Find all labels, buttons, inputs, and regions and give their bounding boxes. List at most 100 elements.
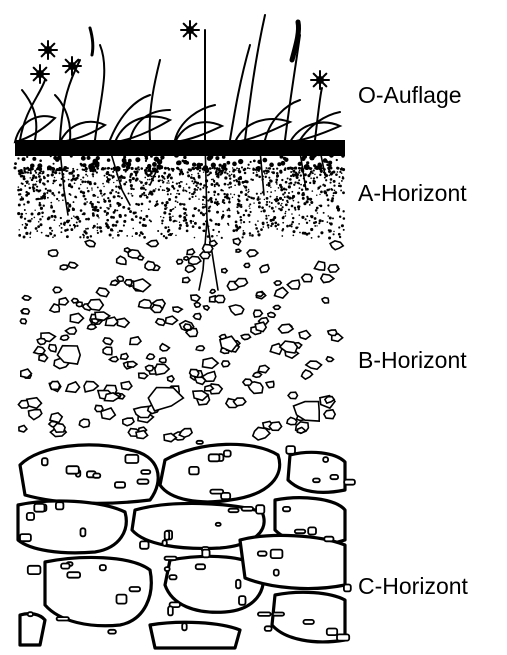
soil-grain — [47, 217, 50, 220]
soil-grain — [102, 183, 104, 185]
pebble — [321, 274, 334, 283]
soil-grain — [175, 200, 177, 202]
soil-grain — [106, 180, 109, 183]
pebble — [177, 259, 183, 264]
plant-stem — [22, 90, 36, 140]
soil-grain — [276, 228, 278, 230]
soil-grain — [82, 169, 84, 171]
soil-grain — [92, 194, 95, 197]
soil-grain — [38, 198, 39, 199]
pebble — [210, 240, 217, 246]
pebble — [234, 398, 246, 406]
soil-grain — [327, 221, 329, 223]
soil-grain — [235, 221, 238, 224]
soil-grain — [246, 180, 249, 183]
soil-grain — [300, 184, 302, 186]
soil-grain — [130, 181, 132, 183]
soil-grain — [70, 179, 73, 182]
soil-grain — [132, 236, 133, 237]
soil-grain — [266, 172, 268, 174]
soil-grain — [141, 203, 144, 206]
pebble — [204, 306, 210, 310]
soil-grain — [308, 232, 310, 234]
soil-grain — [228, 187, 230, 189]
soil-grain — [27, 192, 30, 195]
soil-grain — [297, 192, 300, 195]
soil-grain — [167, 167, 169, 169]
soil-grain — [268, 227, 270, 229]
soil-grain — [31, 179, 34, 182]
leaf — [60, 122, 105, 142]
soil-grain — [87, 218, 90, 221]
soil-grain — [103, 194, 105, 196]
soil-grain — [333, 185, 335, 187]
soil-grain — [287, 177, 289, 179]
soil-grain — [259, 198, 261, 200]
flower-center — [317, 77, 323, 83]
soil-grain — [276, 172, 278, 174]
soil-grain — [59, 184, 62, 187]
rock-fragment — [256, 505, 264, 513]
soil-grain — [18, 234, 21, 237]
pebble — [22, 296, 30, 301]
rock-fragment — [28, 566, 41, 574]
soil-grain — [317, 187, 320, 190]
pebble — [50, 413, 62, 423]
soil-grain — [42, 171, 44, 173]
soil-grain — [87, 187, 89, 189]
rock-fragment — [100, 565, 106, 570]
soil-grain — [107, 226, 110, 229]
soil-grain — [40, 223, 43, 226]
pebble — [275, 287, 288, 298]
pebble — [314, 261, 325, 270]
soil-grain — [211, 167, 213, 169]
soil-grain — [196, 189, 198, 191]
soil-grain — [148, 167, 151, 170]
soil-grain — [140, 181, 143, 184]
soil-grain — [56, 168, 59, 171]
soil-grain — [194, 188, 197, 191]
rock-fragment — [34, 504, 44, 512]
soil-grain — [145, 182, 148, 185]
pebble — [254, 310, 263, 317]
soil-grain — [259, 202, 260, 203]
soil-grain — [168, 213, 171, 216]
rock-fragment — [42, 458, 48, 465]
litter-crumb — [226, 161, 230, 165]
pebble — [186, 265, 196, 272]
soil-grain — [47, 189, 49, 191]
soil-grain — [237, 203, 240, 206]
soil-grain — [209, 219, 211, 221]
soil-grain — [253, 197, 255, 199]
soil-grain — [233, 169, 236, 172]
soil-grain — [186, 214, 188, 216]
pebble — [92, 319, 99, 324]
soil-grain — [74, 216, 76, 218]
soil-grain — [228, 201, 231, 204]
soil-grain — [106, 219, 109, 222]
pebble — [244, 263, 250, 267]
soil-grain — [163, 172, 166, 175]
soil-grain — [300, 174, 302, 176]
soil-grain — [265, 215, 267, 217]
soil-grain — [112, 224, 115, 227]
soil-grain — [274, 225, 277, 228]
soil-grain — [257, 220, 259, 222]
soil-grain — [219, 167, 221, 169]
litter-crumb — [128, 159, 132, 163]
soil-grain — [112, 171, 114, 173]
soil-grain — [312, 172, 314, 174]
pebble — [50, 382, 60, 390]
soil-grain — [319, 219, 322, 222]
soil-grain — [343, 229, 345, 231]
soil-grain — [82, 195, 85, 198]
soil-grain — [160, 216, 161, 217]
soil-grain — [221, 170, 223, 172]
stone — [134, 279, 151, 292]
soil-grain — [71, 218, 73, 220]
soil-grain — [76, 177, 79, 180]
rock-fragment — [108, 630, 116, 634]
soil-grain — [279, 197, 282, 200]
soil-grain — [36, 186, 38, 188]
soil-grain — [47, 197, 49, 199]
